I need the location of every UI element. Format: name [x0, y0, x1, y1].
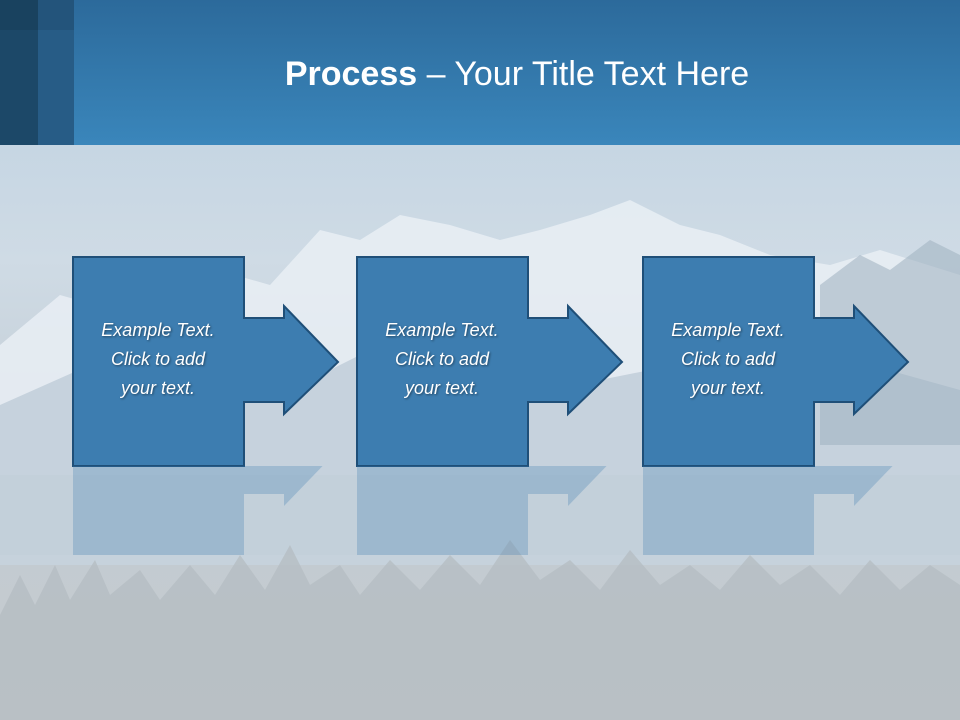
slide-title[interactable]: Process – Your Title Text Here: [74, 52, 960, 96]
header-accent-top: [0, 0, 74, 30]
process-step-1[interactable]: Example Text. Click to add your text.: [72, 256, 357, 468]
process-step-3[interactable]: Example Text. Click to add your text.: [642, 256, 927, 468]
title-bold-text: Process: [284, 55, 418, 93]
step-3-reflection: [642, 466, 927, 556]
step-2-reflection: [356, 466, 641, 556]
step-3-text: Example Text. Click to add your text.: [671, 319, 785, 398]
title-rest-text: – Your Title Text Here: [417, 55, 750, 93]
step-1-reflection: [72, 466, 357, 556]
header-accent-dark: [0, 0, 38, 145]
step-1-text: Example Text. Click to add your text.: [101, 319, 215, 398]
step-2-text: Example Text. Click to add your text.: [385, 319, 499, 398]
title-bar: Process – Your Title Text Here: [0, 0, 960, 145]
process-step-2[interactable]: Example Text. Click to add your text.: [356, 256, 641, 468]
header-accent-mid: [38, 0, 74, 145]
